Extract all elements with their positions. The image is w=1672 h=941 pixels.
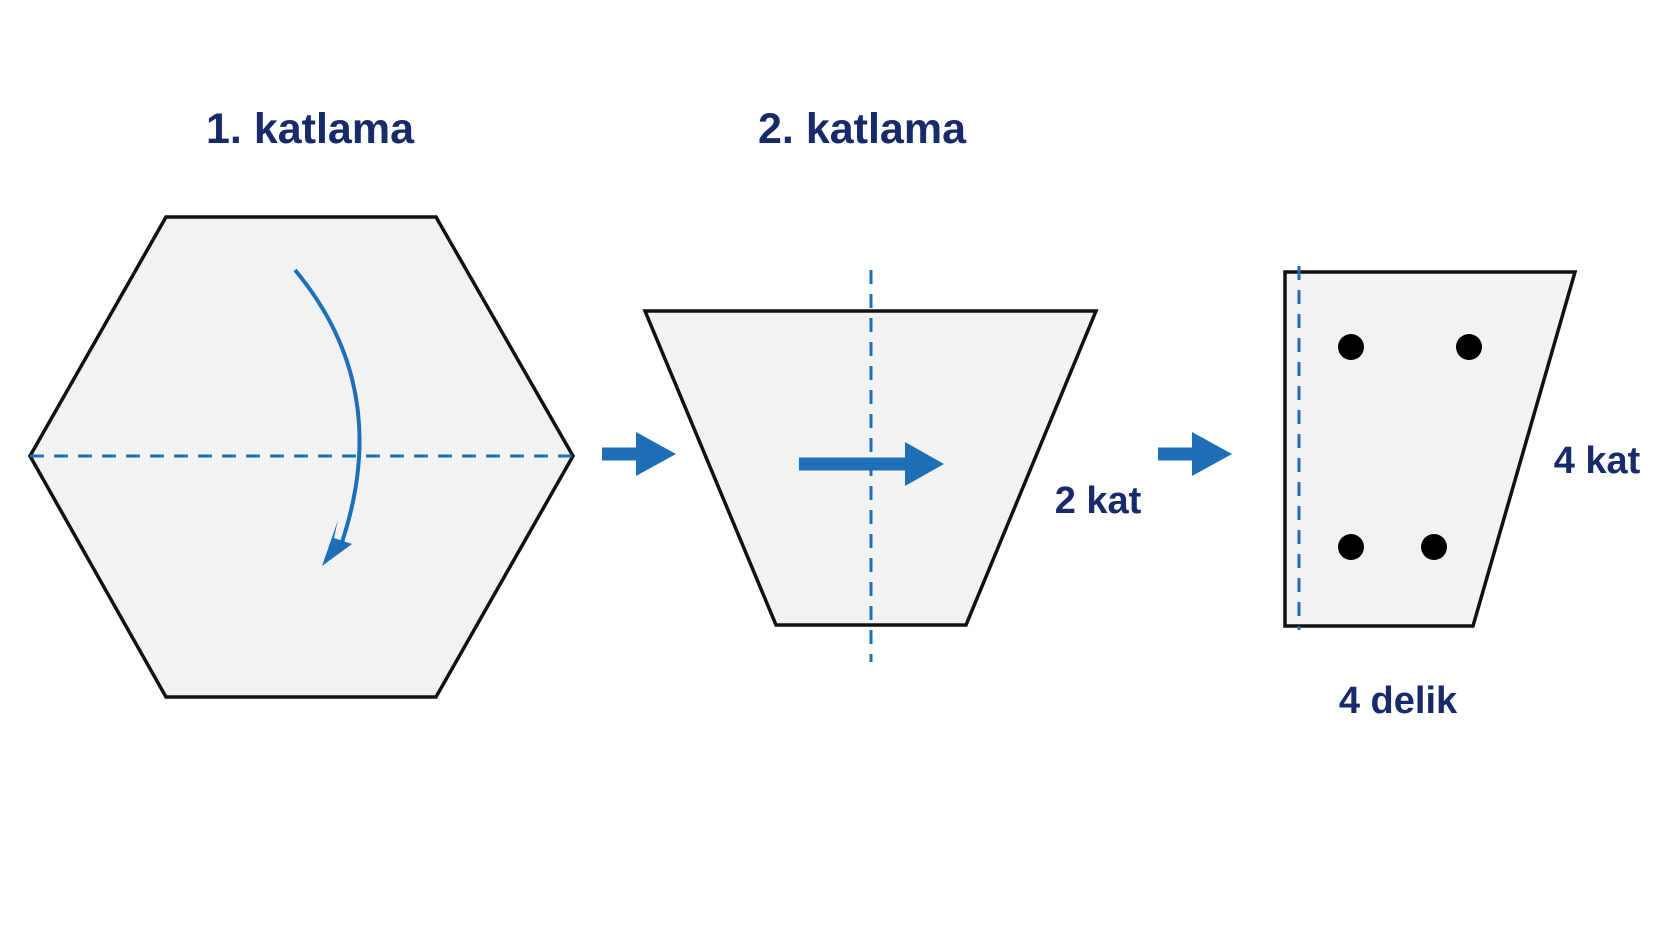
step2-layers-label: 2 kat <box>1055 480 1142 522</box>
folded-sheet <box>1283 270 1578 628</box>
step1-hexagon-group <box>27 215 576 699</box>
step3-holes-label: 4 delik <box>1339 680 1458 722</box>
hole <box>1338 534 1364 560</box>
transition-arrow-2 <box>1158 432 1232 476</box>
step3-sheet-group <box>1283 266 1578 630</box>
arrow-right-icon <box>799 442 944 486</box>
curved-arrow-down-icon <box>293 268 362 566</box>
step1-title: 1. katlama <box>206 105 415 153</box>
step2-trapezoid-group <box>642 270 1099 662</box>
transition-arrow-1 <box>602 432 676 476</box>
hole <box>1421 534 1447 560</box>
hole <box>1456 334 1482 360</box>
step3-layers-label: 4 kat <box>1554 440 1641 482</box>
step2-title: 2. katlama <box>758 105 967 153</box>
hole <box>1338 334 1364 360</box>
